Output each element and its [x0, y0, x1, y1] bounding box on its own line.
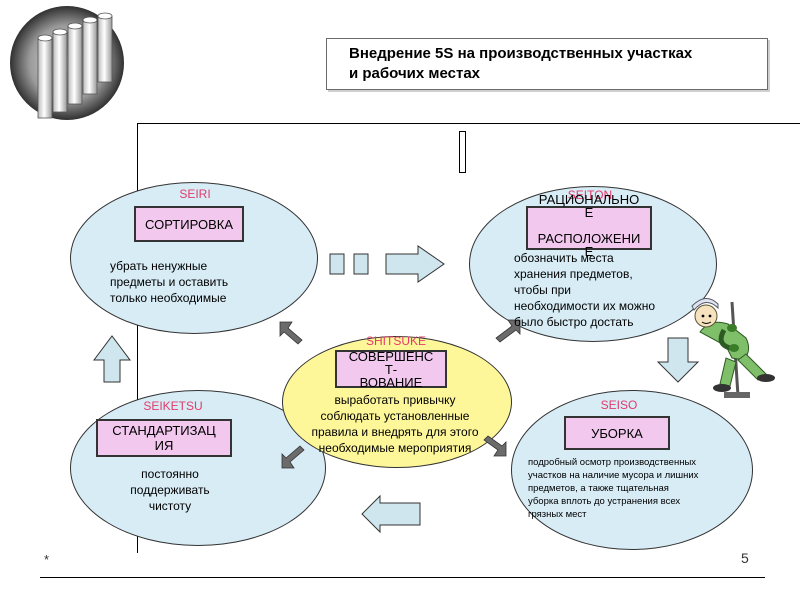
seiton-box: РАЦИОНАЛЬНО Е РАСПОЛОЖЕНИ Е — [526, 193, 652, 258]
frame-top-line — [137, 123, 800, 124]
seiso-text: подробный осмотр производственных участк… — [528, 457, 699, 520]
shitsuke-label: SHITSUKE — [365, 334, 426, 348]
seiketsu-box-text: СТАНДАРТИЗАЦ ИЯ — [112, 423, 216, 453]
seiri-text: убрать ненужные предметы и оставить толь… — [110, 259, 229, 305]
seiton-box-text: РАЦИОНАЛЬНО Е РАСПОЛОЖЕНИ Е — [537, 191, 641, 259]
seiso-label: SEISO — [600, 398, 638, 412]
worker-with-broom-icon — [680, 288, 790, 408]
seiton-text: обозначить места хранения предметов, что… — [514, 251, 656, 329]
title-box: Внедрение 5S на производственных участка… — [326, 38, 768, 90]
seiton-label: SEITON — [567, 188, 613, 202]
seiketsu-box: СТАНДАРТИЗАЦ ИЯ — [96, 419, 232, 457]
logo-columns-icon — [8, 4, 126, 122]
vertical-marker — [459, 131, 466, 173]
seiri-box: СОРТИРОВКА — [134, 206, 244, 242]
arrow-right-top-icon — [329, 245, 445, 283]
seiketsu-text: постоянно поддерживать чистоту — [130, 467, 210, 513]
shitsuke-box-text: СОВЕРШЕНС Т- ВОВАНИЕ — [348, 348, 434, 390]
arrow-to-center-bl-icon — [281, 445, 305, 469]
arrow-left-bottom-icon — [361, 494, 421, 534]
arrow-to-center-tl-icon — [279, 321, 303, 345]
page-number: 5 — [741, 550, 749, 566]
arrow-to-center-tr-icon — [495, 319, 521, 343]
page-title: Внедрение 5S на производственных участка… — [349, 45, 693, 82]
arrow-down-right-icon — [656, 337, 700, 383]
footer-star: * — [44, 552, 50, 567]
shitsuke-box: СОВЕРШЕНС Т- ВОВАНИЕ — [335, 348, 447, 390]
frame-left-line — [137, 123, 138, 553]
seiri-label: SEIRI — [179, 187, 211, 201]
frame-bottom-line — [40, 577, 765, 578]
seiso-box: УБОРКА — [564, 416, 670, 450]
arrow-to-center-br-icon — [483, 435, 507, 457]
shitsuke-text: выработать привычку соблюдать установлен… — [311, 393, 479, 455]
arrow-up-left-icon — [93, 335, 131, 383]
seiketsu-label: SEIKETSU — [143, 399, 203, 413]
